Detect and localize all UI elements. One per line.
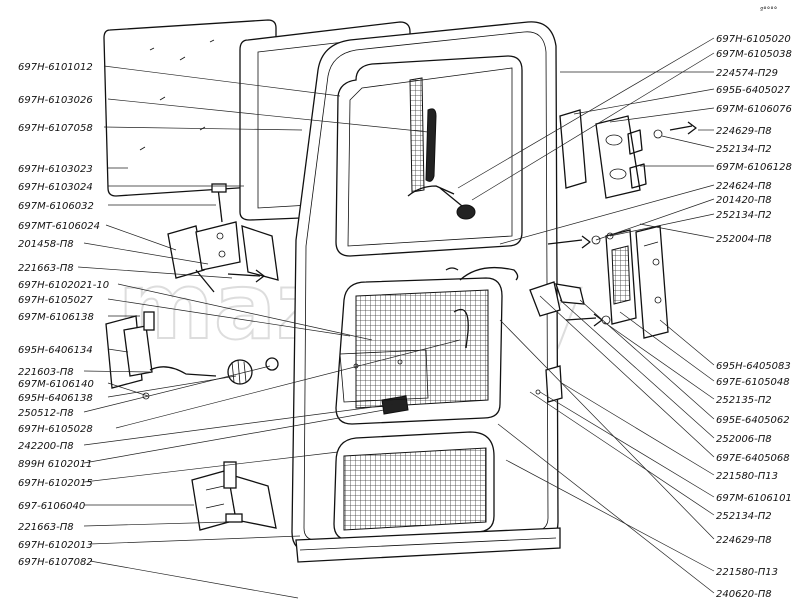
labels-right: 697Н-6105020 697М-6105038 224574-П29 695… [716, 34, 792, 600]
label-left-5: 697Н-6103024 [18, 182, 93, 193]
label-right-9: 224624-П8 [716, 181, 772, 192]
label-right-17: 252006-П8 [716, 434, 772, 445]
label-left-11: 697Н-6105027 [18, 295, 93, 306]
right-plates-top [559, 109, 697, 199]
label-left-14: 221603-П8 [18, 367, 74, 378]
label-left-19: 242200-П8 [18, 441, 74, 452]
label-right-4: 695Б-6405027 [716, 85, 791, 96]
label-left-15: 697М-6106140 [18, 379, 94, 390]
label-left-24: 697Н-6102013 [18, 540, 93, 551]
left-hinge-middle [105, 311, 279, 400]
label-left-22: 697-6106040 [18, 501, 85, 512]
corner-mark: º°°°° [760, 6, 777, 14]
label-right-2: 697М-6105038 [716, 49, 792, 60]
label-right-11: 252134-П2 [716, 210, 772, 221]
right-lock-mechanism [547, 225, 669, 339]
left-hinge-bottom [191, 461, 277, 531]
label-left-21: 697Н-6102015 [18, 478, 93, 489]
label-right-14: 697Е-6105048 [716, 377, 790, 388]
upper-handle [407, 185, 476, 220]
label-right-1: 697Н-6105020 [716, 34, 791, 45]
label-right-8: 697М-6106128 [716, 162, 792, 173]
leader-lines-right [457, 37, 715, 594]
label-left-25: 697Н-6107082 [18, 557, 93, 568]
label-left-4: 697Н-6103023 [18, 164, 93, 175]
left-hinge-top [167, 183, 279, 293]
label-left-3: 697Н-6107058 [18, 123, 93, 134]
label-right-23: 221580-П13 [716, 567, 778, 578]
label-right-12: 252004-П8 [716, 234, 772, 245]
label-right-3: 224574-П29 [716, 68, 778, 79]
label-right-16: 695Е-6405062 [716, 415, 790, 426]
label-left-13: 695Н-6406134 [18, 345, 93, 356]
label-left-9: 221663-П8 [18, 263, 74, 274]
label-right-5: 697М-6106076 [716, 104, 792, 115]
label-right-24: 240620-П8 [716, 589, 772, 600]
label-left-8: 201458-П8 [18, 239, 74, 250]
label-left-1: 697Н-6101012 [18, 62, 93, 73]
labels-left: 697Н-6101012 697Н-6103026 697Н-6107058 6… [18, 62, 109, 568]
door-body [291, 21, 561, 563]
label-left-2: 697Н-6103026 [18, 95, 93, 106]
label-right-19: 221580-П13 [716, 471, 778, 482]
label-right-20: 697М-6106101 [716, 493, 792, 504]
label-right-13: 695Н-6405083 [716, 361, 791, 372]
label-left-18: 697Н-6105028 [18, 424, 93, 435]
label-left-20: 899Н 6102011 [18, 459, 92, 470]
label-left-23: 221663-П8 [18, 522, 74, 533]
label-right-18: 697Е-6405068 [716, 453, 790, 464]
label-left-17: 250512-П8 [18, 408, 74, 419]
label-left-16: 695Н-6406138 [18, 393, 93, 404]
label-right-10: 201420-П8 [716, 195, 772, 206]
label-right-7: 252134-П2 [716, 144, 772, 155]
label-left-7: 697МТ-6106024 [18, 221, 100, 232]
label-left-6: 697М-6106032 [18, 201, 94, 212]
label-right-15: 252135-П2 [716, 395, 772, 406]
leader-lines-left [77, 65, 461, 599]
label-left-12: 697М-6106138 [18, 312, 94, 323]
label-left-10: 697Н-6102021-10 [18, 280, 109, 291]
label-right-6: 224629-П8 [716, 126, 772, 137]
label-right-22: 224629-П8 [716, 535, 772, 546]
label-right-21: 252134-П2 [716, 511, 772, 522]
